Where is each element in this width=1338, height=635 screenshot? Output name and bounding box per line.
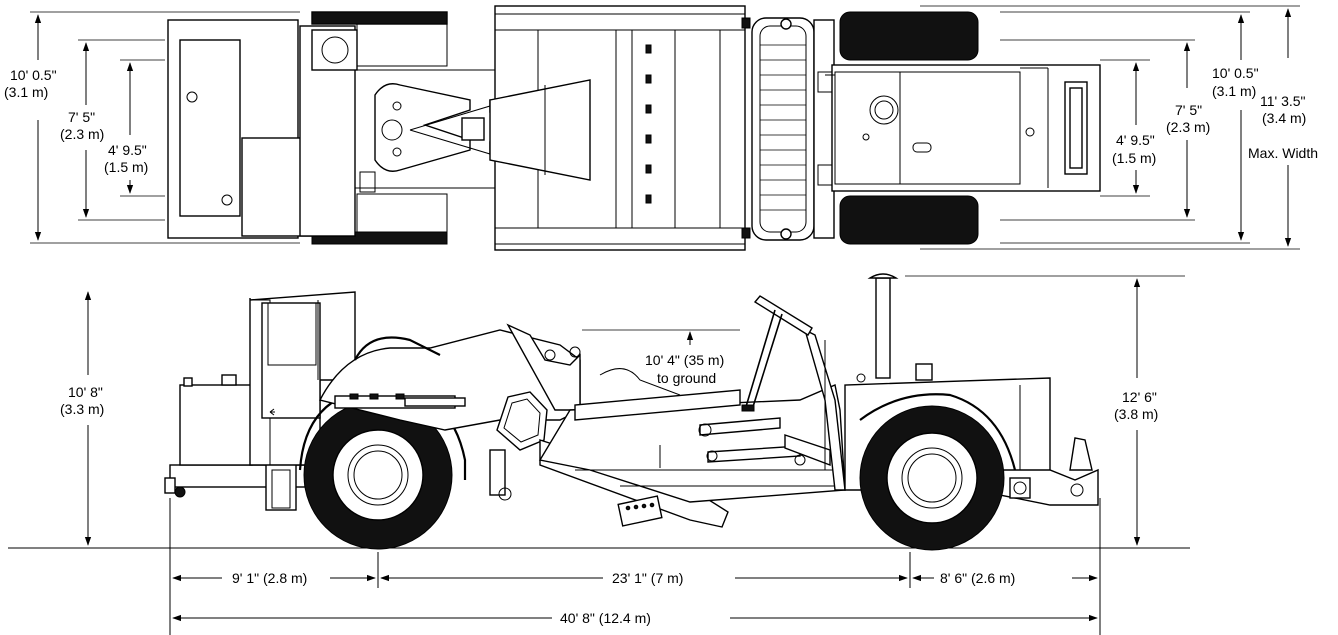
left-outer-width-m: (3.1 m) [4, 84, 48, 100]
rear-wheel [859, 393, 1017, 551]
left-mid-width-m: (2.3 m) [60, 126, 104, 142]
right-outer-width-m: (3.1 m) [1212, 83, 1256, 99]
left-outer-width-ft: 10' 0.5" [10, 67, 57, 83]
apron-top [741, 17, 835, 241]
right-inner-width-m: (1.5 m) [1112, 150, 1156, 166]
tractor-side [164, 291, 356, 511]
front-overhang: 9' 1" (2.8 m) [232, 570, 307, 586]
rear-engine-top [817, 11, 1101, 245]
side-view: 10' 8" (3.3 m) 10' 4" (35 m) to ground 1… [8, 273, 1190, 635]
top-right-dimensions [920, 5, 1300, 250]
cab-height-ft: 10' 8" [68, 384, 103, 400]
right-inner-width-ft: 4' 9.5" [1116, 132, 1155, 148]
right-mid-width-m: (2.3 m) [1166, 119, 1210, 135]
bowl-height-value: 10' 4" (35 m) [645, 352, 724, 368]
top-view: 10' 0.5" (3.1 m) 7' 5" (2.3 m) 4' 9.5" (… [4, 5, 1318, 251]
stack-height-m: (3.8 m) [1114, 406, 1158, 422]
bowl-height-note: to ground [657, 370, 716, 386]
wheelbase: 23' 1" (7 m) [612, 570, 683, 586]
cab-height-m: (3.3 m) [60, 401, 104, 417]
right-mid-width-ft: 7' 5" [1175, 102, 1202, 118]
overall-length: 40' 8" (12.4 m) [560, 610, 651, 626]
left-mid-width-ft: 7' 5" [68, 109, 95, 125]
max-width-label: Max. Width [1248, 145, 1318, 161]
bowl-side [538, 295, 846, 503]
bowl-height-callout [582, 329, 740, 345]
bowl-top [489, 5, 746, 251]
length-dimensions [169, 498, 1101, 635]
stack-height-dimension [905, 275, 1185, 546]
top-left-dimensions [30, 11, 300, 244]
stack-height-ft: 12' 6" [1122, 389, 1157, 405]
left-inner-width-m: (1.5 m) [104, 159, 148, 175]
right-outer-width-ft: 10' 0.5" [1212, 65, 1259, 81]
left-inner-width-ft: 4' 9.5" [108, 142, 147, 158]
max-width-m: (3.4 m) [1262, 110, 1306, 126]
rear-overhang: 8' 6" (2.6 m) [940, 570, 1015, 586]
front-wheel [298, 386, 467, 550]
max-width-ft: 11' 3.5" [1260, 93, 1306, 109]
tractor-top [167, 11, 495, 245]
